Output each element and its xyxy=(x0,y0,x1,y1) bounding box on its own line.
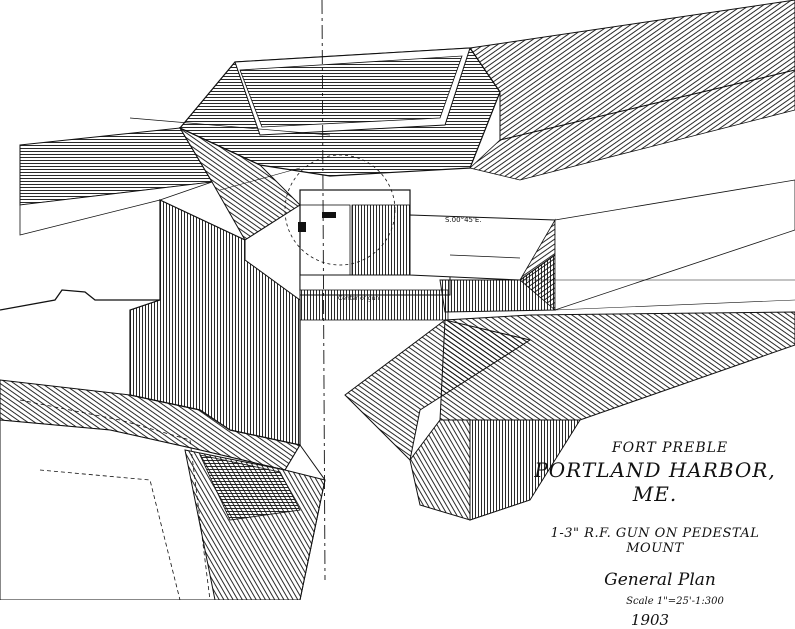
top-parapet xyxy=(179,47,501,177)
fort-plan-drawing: S.00°45'E. Center of gun xyxy=(0,0,795,600)
right-lower-slopes xyxy=(344,179,795,521)
harbor-name: PORTLAND HARBOR, ME. xyxy=(534,458,776,506)
plan-title: General Plan xyxy=(604,570,716,590)
center-of-gun-label: Center of gun xyxy=(338,295,379,302)
bearing-label: S.00°45'E. xyxy=(445,216,482,224)
gun-emplacement xyxy=(244,154,451,321)
left-upper-arm xyxy=(19,126,301,241)
year-label: 1903 xyxy=(630,611,670,629)
fort-name: FORT PREBLE xyxy=(611,440,729,456)
upper-right-slope xyxy=(469,0,795,181)
lower-left-terraces xyxy=(0,399,326,600)
armament-label: 1-3" R.F. GUN ON PEDESTAL MOUNT xyxy=(550,526,760,556)
centre-lines xyxy=(129,0,331,581)
right-platform xyxy=(409,214,556,313)
title-block: FORT PREBLE PORTLAND HARBOR, ME. 1-3" R.… xyxy=(520,440,790,629)
scale-label: Scale 1"=25'-1:300 xyxy=(626,596,724,607)
